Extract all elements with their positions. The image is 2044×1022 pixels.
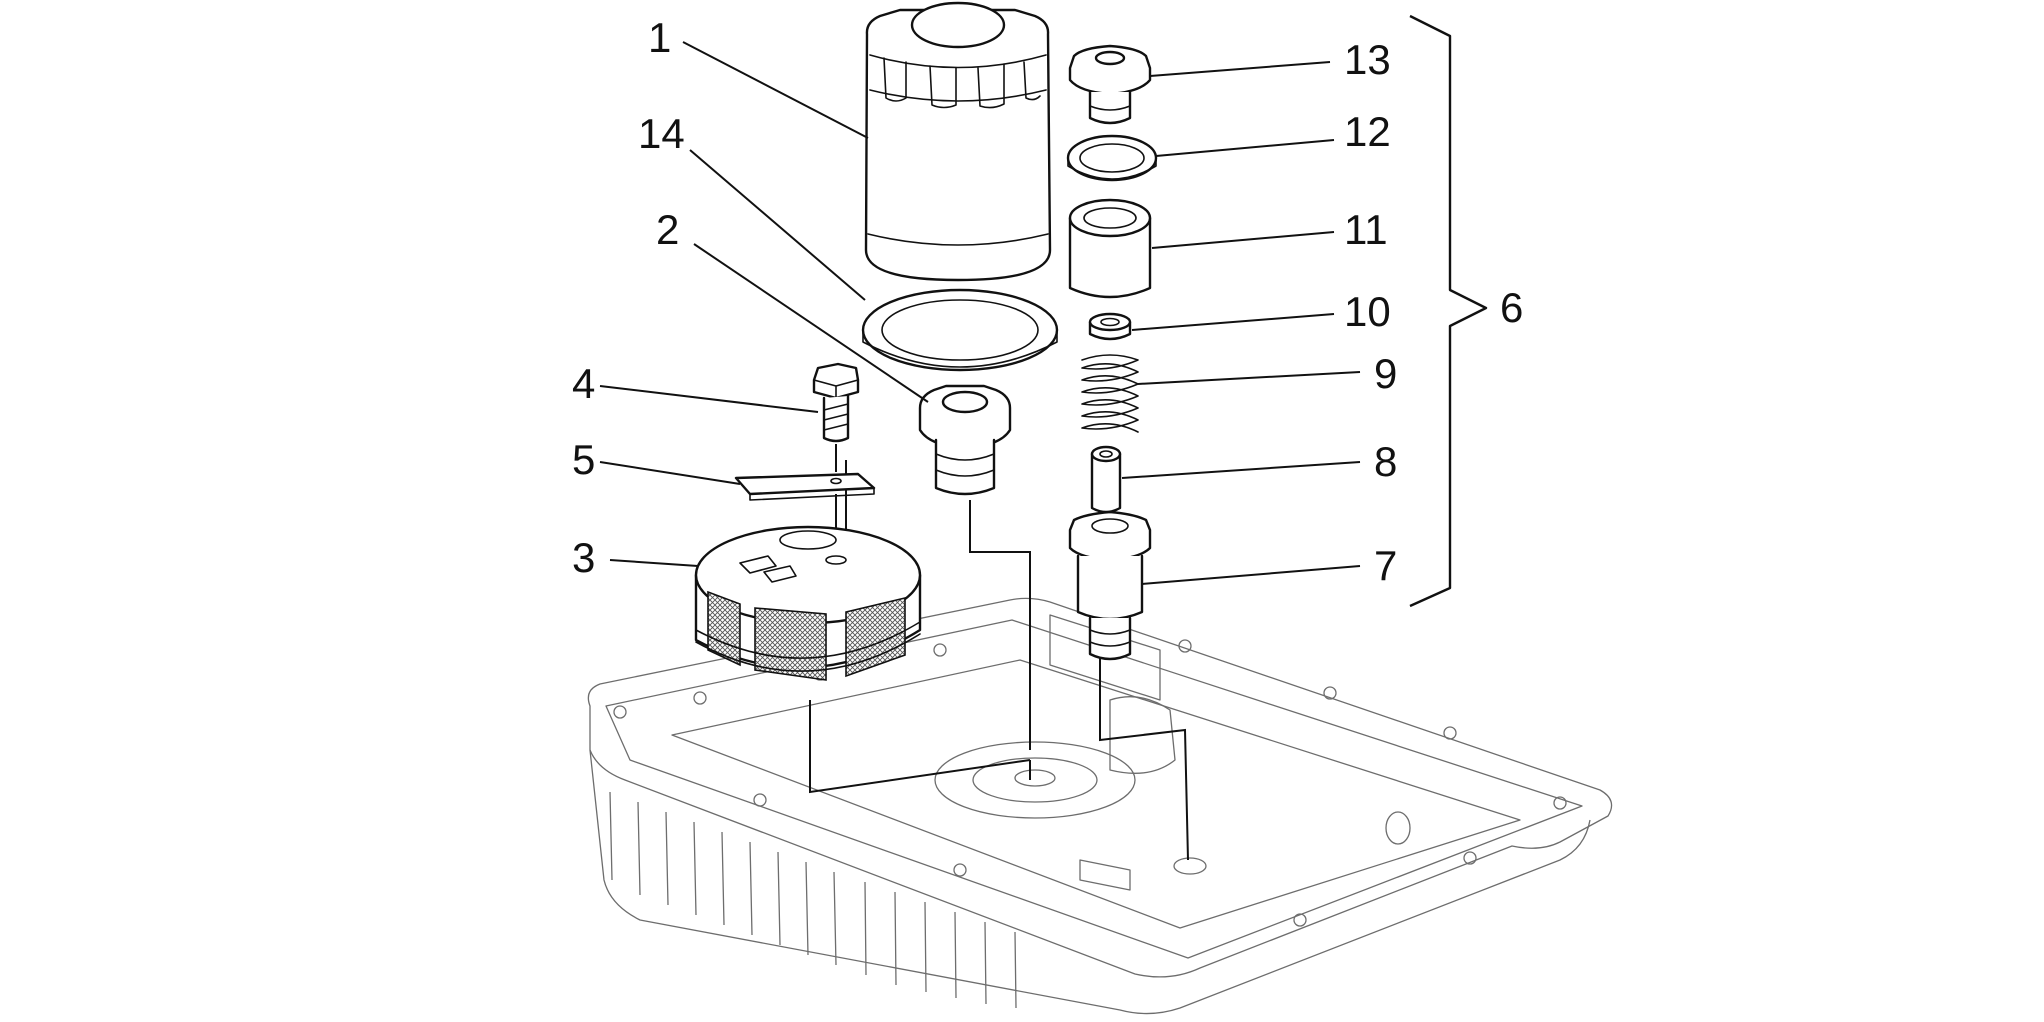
leader-2 [693, 243, 929, 403]
oil-filter-canister [864, 1, 1052, 282]
part-12-washer [1066, 134, 1158, 182]
part-7-valve-body [1068, 510, 1152, 700]
oil-pan [587, 597, 1613, 1015]
part-8-valve-piston [1090, 445, 1122, 514]
leader-11 [1151, 231, 1335, 249]
part-9-spring [1081, 354, 1139, 433]
leader-9 [1137, 371, 1361, 385]
leader-7 [1141, 565, 1361, 585]
callout-14: 14 [638, 110, 685, 157]
callout-3: 3 [572, 534, 595, 581]
group-6-brace [1409, 14, 1488, 608]
filter-gasket-ring [861, 288, 1059, 372]
callout-10: 10 [1344, 288, 1391, 335]
callout-8: 8 [1374, 438, 1397, 485]
callout-6: 6 [1500, 284, 1523, 331]
callout-5: 5 [572, 436, 595, 483]
part-10-seat [1088, 312, 1132, 341]
callout-4: 4 [572, 360, 595, 407]
threaded-fitting [918, 384, 1012, 496]
callout-13: 13 [1344, 36, 1391, 83]
leader-13 [1149, 61, 1331, 77]
leader-10 [1131, 313, 1335, 331]
callout-1: 1 [648, 14, 671, 61]
oil-strainer [694, 525, 922, 681]
callout-12: 12 [1344, 108, 1391, 155]
callouts: 1 14 2 4 5 3 13 12 11 10 9 8 7 6 [572, 14, 1523, 589]
callout-7: 7 [1374, 542, 1397, 589]
leader-3 [609, 559, 699, 567]
part-11-sleeve [1068, 198, 1152, 299]
leader-5 [599, 461, 741, 485]
callout-9: 9 [1374, 350, 1397, 397]
leader-14 [689, 149, 866, 301]
leader-1 [682, 41, 869, 139]
callout-2: 2 [656, 206, 679, 253]
leader-4 [599, 385, 819, 413]
hex-bolt [812, 362, 860, 472]
part-13-plug [1068, 44, 1152, 125]
leader-12 [1155, 139, 1335, 157]
callout-11: 11 [1344, 206, 1388, 253]
leader-8 [1121, 461, 1361, 479]
